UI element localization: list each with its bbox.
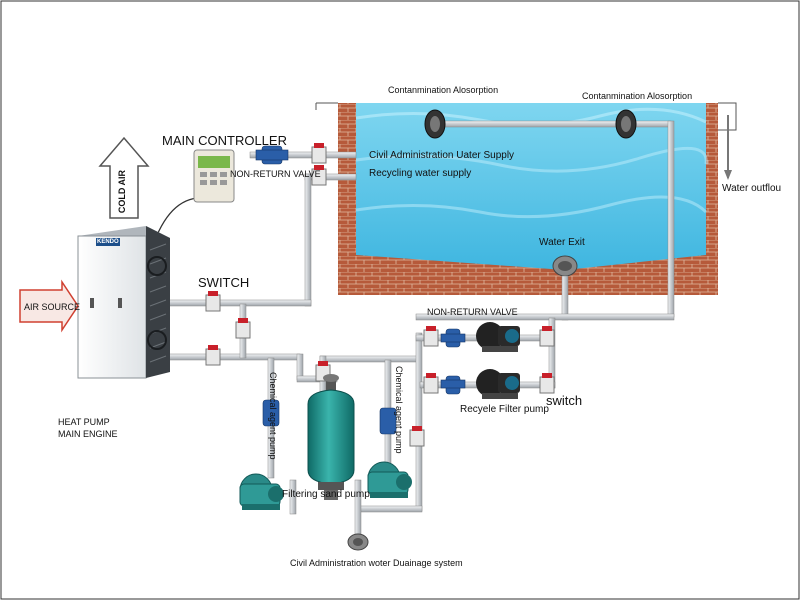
- chemical-valve-right-icon: [379, 407, 397, 435]
- switch-valves: [205, 143, 555, 447]
- switch-valve-2-icon: [311, 165, 327, 186]
- heat-pump-unit: [77, 226, 170, 379]
- non-return-valve-right-label: NON-RETURN VALVE: [427, 307, 518, 317]
- switch-right-label: switch: [546, 393, 583, 408]
- switch-valve-5-icon: [235, 318, 251, 339]
- main-controller-label: MAIN CONTROLLER: [162, 133, 287, 148]
- switch-valve-3-icon: [205, 291, 221, 312]
- skimmer-return-pipe: [667, 120, 675, 318]
- recycle-filter-pump-2-icon: [476, 369, 520, 399]
- switch-valve-6-icon: [539, 326, 555, 347]
- skimmer-left-icon: [424, 109, 446, 139]
- contam-absorption-left-label: Contanmination Alosorption: [388, 85, 499, 95]
- cold-air-label: COLD AIR: [117, 170, 127, 214]
- pool-water: [356, 103, 706, 270]
- skimmer-right-icon: [615, 109, 637, 139]
- filtering-sand-pump-label: Filtering sand pump: [282, 489, 370, 500]
- sand-filter-tank-icon: [307, 374, 355, 500]
- contam-absorption-right-label: Contanmination Alosorption: [582, 91, 693, 101]
- non-return-valve-top-label: NON-RETURN VALVE: [230, 169, 321, 179]
- main-engine-label: MAIN ENGINE: [58, 429, 118, 439]
- water-exit-label: Water Exit: [539, 237, 585, 248]
- switch-valve-7-icon: [539, 373, 555, 394]
- non-return-valve-right-1-icon: [440, 328, 466, 348]
- chemical-agent-pump-right-icon: [367, 461, 412, 498]
- chemical-valve-left-icon: [262, 399, 280, 427]
- unit-brand-label: KENDO: [97, 239, 119, 245]
- switch-top-label: SWITCH: [198, 275, 250, 290]
- air-source-label: AIR SOURCE: [24, 302, 81, 312]
- recycle-filter-pump-1-icon: [476, 322, 520, 352]
- pool: [315, 102, 737, 295]
- non-return-valve-top-icon: [255, 145, 289, 165]
- cold-air-arrow: [98, 136, 150, 219]
- chemical-agent-pump-left-icon: [239, 473, 284, 510]
- water-outflow-label: Water outflou: [722, 183, 782, 194]
- chemical-agent-pump-right-label: Chemical agent pump: [394, 366, 404, 454]
- chemical-agent-pump-left-label: Chemical agent pump: [268, 372, 278, 460]
- switch-valve-10-icon: [409, 426, 425, 447]
- skimmer-pipe: [439, 120, 627, 128]
- civil-water-supply-label: Civil Administration Uater Supply: [369, 150, 515, 161]
- drainage-drain-icon: [347, 533, 369, 551]
- switch-valve-11-icon: [315, 361, 331, 382]
- switch-valve-1-icon: [311, 143, 327, 164]
- recycling-water-supply-label: Recycling water supply: [369, 168, 472, 179]
- air-source-arrow: [19, 279, 79, 333]
- unit-brand-badge: [96, 238, 120, 246]
- recycle-filter-pump-label: Recyele Filter pump: [460, 404, 549, 415]
- switch-valve-9-icon: [423, 373, 439, 394]
- switch-valve-8-icon: [423, 326, 439, 347]
- main-controller-device: [193, 149, 235, 203]
- non-return-valve-right-2-icon: [440, 375, 466, 395]
- drainage-system-label: Civil Administration woter Duainage syst…: [290, 558, 463, 568]
- heat-pump-label: HEAT PUMP: [58, 417, 110, 427]
- switch-valve-4-icon: [205, 345, 221, 366]
- main-drain-icon: [552, 255, 578, 277]
- drain-pipe: [561, 275, 569, 321]
